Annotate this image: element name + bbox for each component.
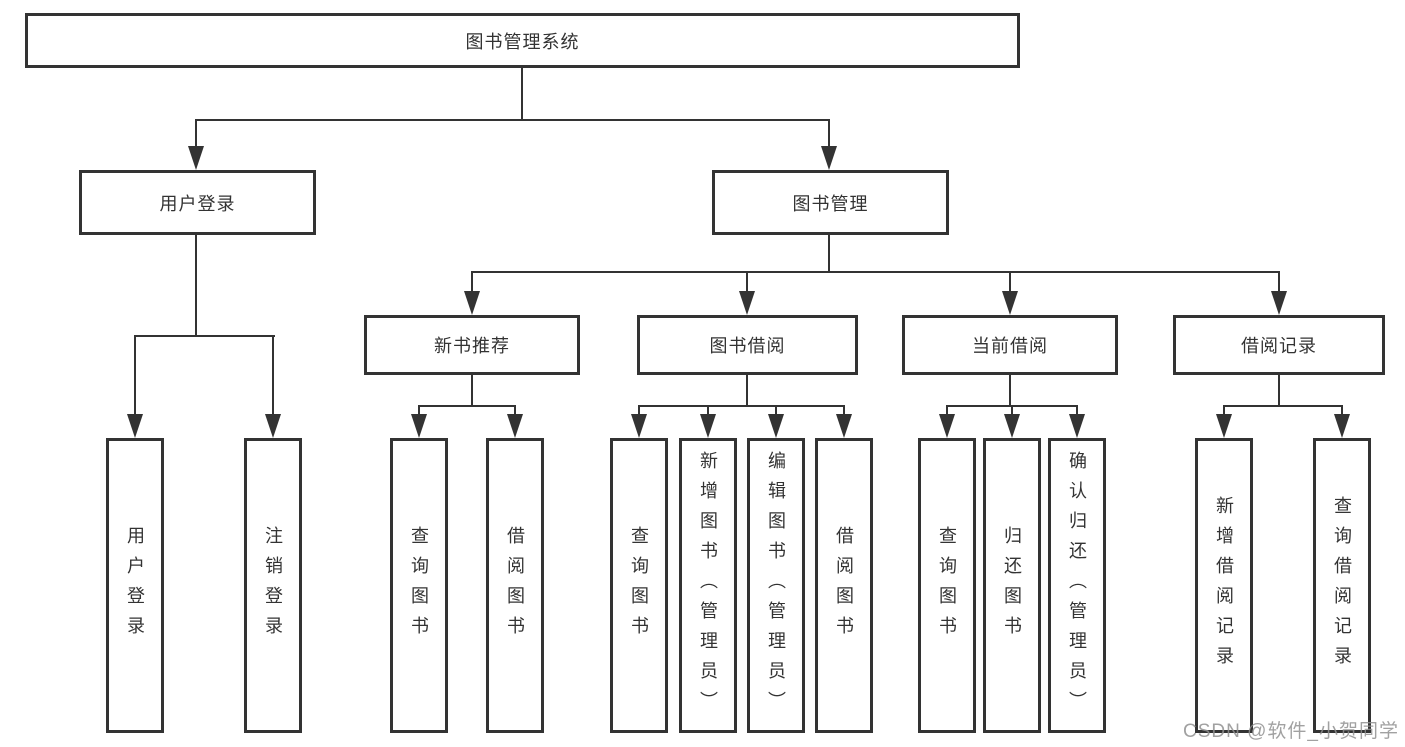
leaf-query-book: 查询图书 bbox=[390, 438, 448, 733]
leaf-label: 注销登录 bbox=[263, 525, 283, 646]
leaf-label: 查询图书 bbox=[629, 525, 649, 646]
connector-line bbox=[843, 405, 845, 416]
node-book-borrow: 图书借阅 bbox=[637, 315, 858, 375]
connector-line bbox=[1009, 375, 1011, 406]
leaf-add-borrow-record: 新增借阅记录 bbox=[1195, 438, 1253, 733]
connector-line bbox=[471, 375, 473, 406]
connector-line bbox=[196, 119, 830, 121]
connector-line bbox=[472, 271, 1279, 273]
node-user-login: 用户登录 bbox=[79, 170, 316, 235]
connector-line bbox=[946, 405, 948, 416]
connector-line bbox=[707, 405, 709, 416]
arrowhead-down bbox=[768, 414, 784, 438]
leaf-label: 新增借阅记录 bbox=[1214, 495, 1234, 676]
leaf-label: 用户登录 bbox=[125, 525, 145, 646]
arrowhead-down bbox=[1069, 414, 1085, 438]
connector-line bbox=[1009, 271, 1011, 293]
arrowhead-down bbox=[265, 414, 281, 438]
arrowhead-down bbox=[188, 146, 204, 170]
leaf-borrow-book: 借阅图书 bbox=[815, 438, 873, 733]
connector-line bbox=[1224, 405, 1343, 407]
arrowhead-down bbox=[739, 291, 755, 315]
arrowhead-down bbox=[1271, 291, 1287, 315]
leaf-return-book: 归还图书 bbox=[983, 438, 1041, 733]
connector-line bbox=[1341, 405, 1343, 416]
arrowhead-down bbox=[1002, 291, 1018, 315]
node-current-borrow: 当前借阅 bbox=[902, 315, 1118, 375]
arrowhead-down bbox=[700, 414, 716, 438]
leaf-logout-login: 注销登录 bbox=[244, 438, 302, 733]
arrowhead-down bbox=[1004, 414, 1020, 438]
connector-line bbox=[1011, 405, 1013, 416]
connector-line bbox=[828, 119, 830, 148]
arrowhead-down bbox=[1216, 414, 1232, 438]
connector-line bbox=[471, 271, 473, 293]
connector-line bbox=[638, 405, 640, 416]
connector-line bbox=[1223, 405, 1225, 416]
connector-line bbox=[195, 235, 197, 336]
connector-line bbox=[134, 335, 136, 416]
connector-line bbox=[746, 375, 748, 406]
node-root-system: 图书管理系统 bbox=[25, 13, 1020, 68]
arrowhead-down bbox=[127, 414, 143, 438]
arrowhead-down bbox=[821, 146, 837, 170]
connector-line bbox=[419, 405, 516, 407]
connector-line bbox=[135, 335, 275, 337]
arrowhead-down bbox=[507, 414, 523, 438]
leaf-confirm-return-admin: 确认归还（管理员） bbox=[1048, 438, 1106, 733]
connector-line bbox=[639, 405, 844, 407]
connector-line bbox=[828, 235, 830, 272]
arrowhead-down bbox=[464, 291, 480, 315]
watermark: CSDN @软件_小贺同学 bbox=[1183, 721, 1399, 742]
leaf-query-book: 查询图书 bbox=[610, 438, 668, 733]
connector-line bbox=[1278, 271, 1280, 293]
arrowhead-down bbox=[631, 414, 647, 438]
leaf-query-borrow-record: 查询借阅记录 bbox=[1313, 438, 1371, 733]
leaf-label: 编辑图书（管理员） bbox=[766, 450, 786, 721]
arrowhead-down bbox=[836, 414, 852, 438]
leaf-label: 查询图书 bbox=[937, 525, 957, 646]
leaf-edit-book-admin: 编辑图书（管理员） bbox=[747, 438, 805, 733]
connector-line bbox=[195, 119, 197, 148]
node-borrow-records: 借阅记录 bbox=[1173, 315, 1385, 375]
connector-line bbox=[521, 68, 523, 119]
connector-line bbox=[746, 271, 748, 293]
leaf-user-login: 用户登录 bbox=[106, 438, 164, 733]
node-new-book-recommend: 新书推荐 bbox=[364, 315, 580, 375]
leaf-query-book: 查询图书 bbox=[918, 438, 976, 733]
leaf-label: 查询图书 bbox=[409, 525, 429, 646]
node-book-management: 图书管理 bbox=[712, 170, 949, 235]
leaf-label: 新增图书（管理员） bbox=[698, 450, 718, 721]
leaf-label: 查询借阅记录 bbox=[1332, 495, 1352, 676]
leaf-label: 借阅图书 bbox=[834, 525, 854, 646]
connector-line bbox=[775, 405, 777, 416]
connector-line bbox=[514, 405, 516, 416]
leaf-label: 借阅图书 bbox=[505, 525, 525, 646]
arrowhead-down bbox=[939, 414, 955, 438]
arrowhead-down bbox=[1334, 414, 1350, 438]
connector-line bbox=[1278, 375, 1280, 406]
leaf-label: 归还图书 bbox=[1002, 525, 1022, 646]
connector-line bbox=[272, 335, 274, 416]
connector-line bbox=[1076, 405, 1078, 416]
leaf-borrow-book: 借阅图书 bbox=[486, 438, 544, 733]
leaf-add-book-admin: 新增图书（管理员） bbox=[679, 438, 737, 733]
arrowhead-down bbox=[411, 414, 427, 438]
connector-line bbox=[418, 405, 420, 416]
leaf-label: 确认归还（管理员） bbox=[1067, 450, 1087, 721]
